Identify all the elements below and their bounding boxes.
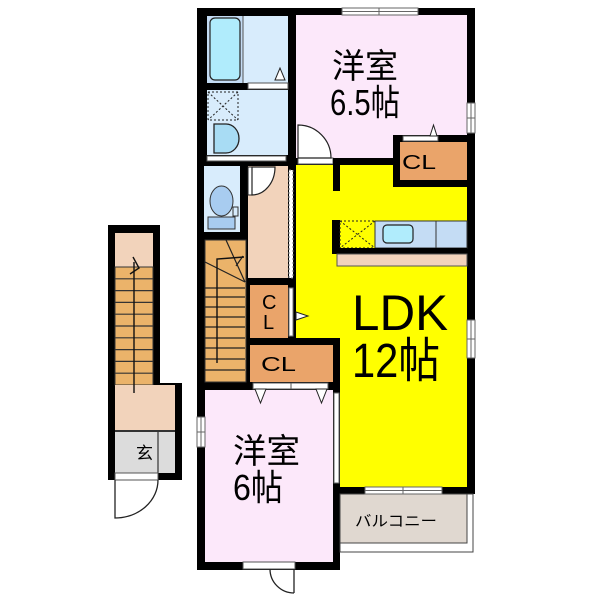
entrance-threshold: [114, 472, 159, 481]
ldk: LDK 12帖: [295, 158, 468, 487]
entrance-stairwell: 玄: [108, 225, 182, 519]
door-swing-icon: [269, 568, 295, 594]
bathroom-door-threshold: [247, 82, 289, 90]
closet-north: CL: [393, 123, 475, 187]
western-room-north: 洋室 6.5帖: [296, 15, 467, 165]
door-triangle-icon: [254, 388, 267, 405]
bathtub-icon: [209, 17, 241, 81]
door-threshold: [297, 157, 334, 165]
balcony-label: バルコニー: [355, 513, 437, 530]
door-swing-icon: [251, 166, 276, 196]
washroom: [206, 90, 288, 162]
closet-south-floor: [250, 345, 333, 382]
closet-middle-label-c: C: [262, 292, 276, 314]
western-room-south-size: 6帖: [233, 467, 283, 508]
western-room-south-floor: [205, 390, 333, 562]
door-swing-icon: [297, 124, 332, 159]
lower-landing: [115, 385, 175, 430]
kitchen-bar-counter: [336, 253, 468, 267]
window-icon: [196, 416, 206, 448]
paper-holder-icon: [232, 206, 239, 217]
entrance-floor: [115, 432, 175, 473]
door-triangle-icon: [429, 123, 438, 137]
kitchen-wall: [332, 220, 340, 254]
toilet-tank-icon: [207, 216, 236, 230]
door-triangle-icon: [315, 388, 328, 405]
hallway: [247, 166, 294, 279]
ldk-name: LDK: [352, 285, 448, 341]
western-room-south: 洋室 6帖: [205, 382, 340, 594]
kitchen-sink-icon: [382, 224, 414, 244]
western-room-north-name: 洋室: [332, 48, 398, 86]
western-room-south-name: 洋室: [233, 433, 300, 471]
door-triangle-icon: [295, 311, 310, 321]
closet-north-label: CL: [402, 152, 436, 174]
kitchen: [332, 220, 468, 267]
closet-middle: C L: [250, 285, 294, 338]
toilet-room: [204, 166, 240, 232]
toilet-icon: [209, 185, 234, 217]
balcony-floor: [339, 493, 468, 544]
closet-north-door: [402, 135, 439, 142]
closet-north-floor: [400, 142, 467, 180]
sliding-door-to-ldk: [333, 392, 340, 484]
western-room-north-size: 6.5帖: [330, 82, 400, 123]
stair-steps: [204, 239, 246, 371]
wall-stub: [333, 158, 340, 191]
window-icon: [364, 486, 443, 495]
window-icon: [466, 319, 476, 359]
window-icon: [466, 102, 476, 134]
washroom-door-threshold: [206, 155, 287, 162]
stairs-icon: [204, 239, 247, 383]
washbasin-icon: [213, 123, 240, 154]
stairs-arrow-icon: [216, 256, 245, 363]
entrance-label: 玄: [136, 444, 153, 463]
closet-middle-door: [288, 287, 294, 337]
upper-landing: [115, 233, 153, 267]
washing-machine-space-icon: [207, 91, 239, 121]
kitchen-stove-icon: [339, 220, 376, 249]
western-room-north-floor: [296, 15, 467, 158]
stairs-arrow-icon: [129, 256, 140, 393]
closet-south: CL: [250, 345, 333, 382]
kitchen-counter-base: [332, 248, 467, 254]
closet-middle-floor: [250, 285, 288, 338]
closet-middle-label-l: L: [263, 312, 274, 334]
door-triangle-icon: [274, 66, 286, 81]
window-icon: [341, 7, 419, 16]
balcony: バルコニー: [339, 493, 474, 553]
windows: [196, 7, 476, 495]
ldk-size: 12帖: [352, 335, 440, 388]
closet-south-label: CL: [261, 354, 296, 376]
sliding-door-track: [288, 169, 294, 279]
south-door-threshold: [242, 561, 296, 570]
stairs-main: [204, 239, 247, 383]
door-swing-icon: [114, 479, 159, 519]
bathroom: [207, 16, 289, 90]
